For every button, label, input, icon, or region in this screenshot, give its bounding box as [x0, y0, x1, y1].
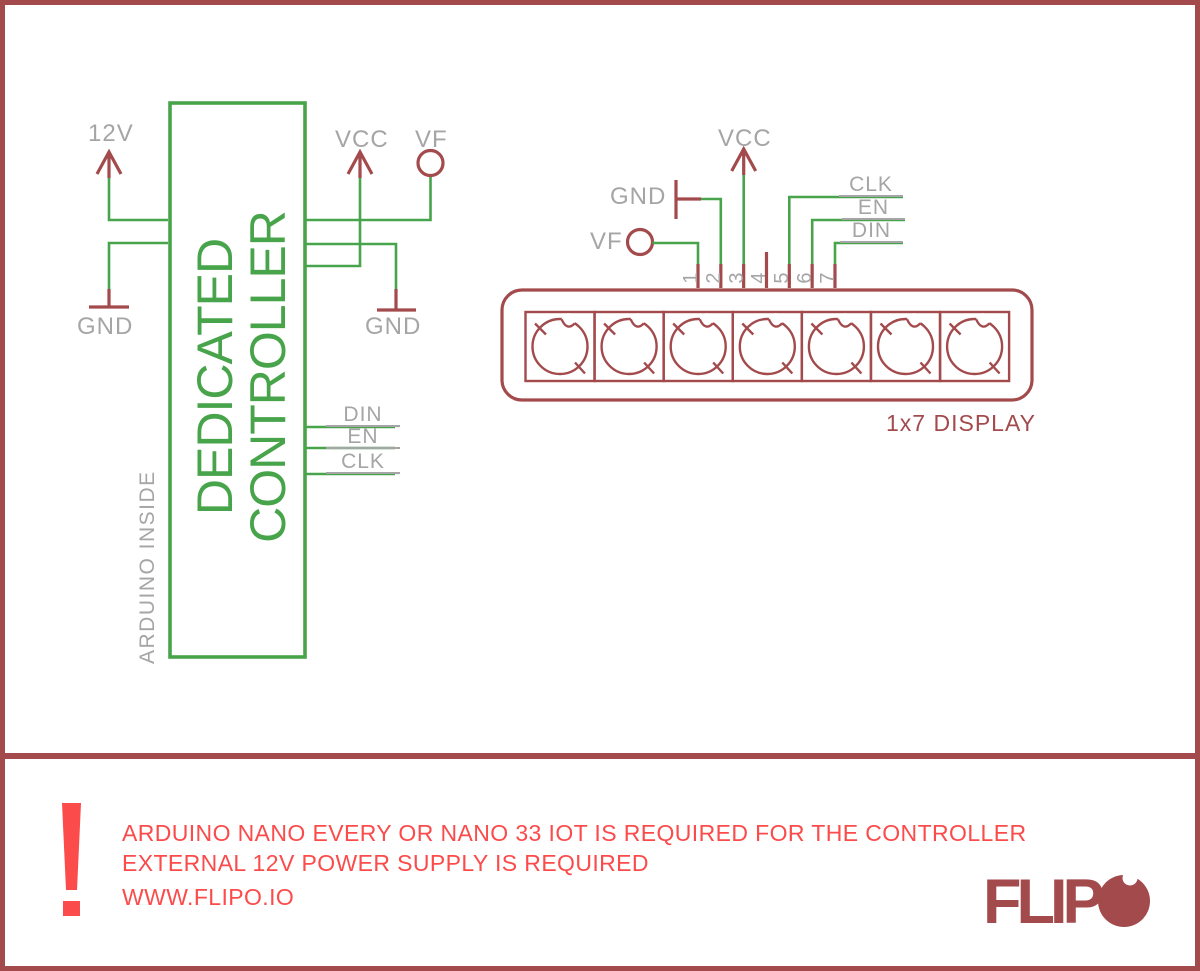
- controller-title-line2: CONTROLLER: [240, 211, 296, 543]
- wire-clk-display: [788, 195, 903, 264]
- flip-disc-cell-part: [938, 310, 1011, 383]
- label-12v: 12V: [88, 120, 134, 147]
- flip-disc-cell-part: [807, 317, 866, 376]
- label-clk-controller: CLK: [326, 451, 400, 474]
- flip-disc-cell-part: [810, 322, 824, 336]
- flip-disc-cell-part: [741, 322, 755, 336]
- flip-disc-cell-part: [836, 318, 853, 328]
- flip-disc-cell-part: [643, 361, 655, 375]
- flip-disc-cell-part: [919, 361, 932, 375]
- wire-gnd-left: [107, 241, 168, 289]
- flip-disc-cell-part: [712, 361, 725, 375]
- note-line-2: EXTERNAL 12V POWER SUPPLY IS REQUIRED: [122, 850, 649, 876]
- flip-disc-cell-part: [800, 310, 873, 383]
- vf-terminal-controller: [416, 148, 445, 178]
- vf-display-joint: [651, 240, 655, 245]
- wire-gnd-right: [306, 242, 398, 289]
- supply-arrow-12v: [95, 148, 123, 178]
- display-pin-number: 1: [679, 272, 702, 284]
- flip-disc-cell-part: [731, 310, 803, 383]
- label-din-display: DIN: [840, 220, 903, 243]
- flip-disc-cell-part: [850, 361, 863, 375]
- flip-disc-cell-part: [948, 322, 962, 336]
- display-outline: [500, 288, 1034, 402]
- wire-en-display: [810, 218, 905, 264]
- wire-din-display: [833, 241, 903, 264]
- gnd-symbol-right: [377, 289, 416, 312]
- flip-disc-cell-part: [662, 310, 734, 383]
- flip-disc-cell-part: [669, 317, 727, 376]
- gnd-symbol-left: [89, 289, 129, 309]
- wire-12v: [107, 176, 168, 222]
- supply-arrow-vcc-display: [730, 145, 758, 175]
- label-en-display: EN: [842, 197, 905, 220]
- flip-disc-cell-part: [600, 317, 658, 376]
- label-vf-controller: VF: [415, 126, 448, 153]
- label-clk-display: CLK: [839, 174, 903, 197]
- label-gnd-display: GND: [610, 183, 667, 210]
- flip-disc-cell-part: [767, 318, 783, 328]
- display-pin-number: 5: [770, 272, 793, 284]
- flip-disc-cell-part: [603, 322, 616, 336]
- flip-disc-cell-part: [879, 322, 893, 336]
- flip-disc-cell-part: [781, 361, 794, 375]
- wire-gnd-display: [701, 197, 723, 264]
- flip-disc-cell-part: [945, 317, 1004, 376]
- flip-disc-cell-part: [672, 322, 686, 336]
- flip-disc-cell-part: [524, 310, 596, 383]
- display-pin-number: 7: [816, 272, 839, 284]
- display-pin-number: 4: [747, 272, 770, 284]
- flip-disc-cell-part: [906, 318, 922, 328]
- controller-side-label: ARDUINO INSIDE: [136, 470, 159, 664]
- display-pin-stubs: [696, 252, 837, 288]
- wire-vf-display: [654, 241, 700, 264]
- display-cells: [524, 310, 1011, 383]
- display-pin-number: 6: [793, 272, 816, 284]
- label-vcc-display: VCC: [718, 125, 772, 152]
- flip-disc-cell-part: [738, 317, 796, 376]
- brand-logo-text: FLIP: [983, 867, 1104, 937]
- gnd-symbol-display: [674, 180, 701, 219]
- label-gnd-left: GND: [77, 313, 134, 340]
- controller-title-line1: DEDICATED: [187, 238, 243, 516]
- wire-vcc-controller: [306, 176, 362, 268]
- label-din-controller: DIN: [326, 404, 400, 427]
- flip-disc-cell-part: [560, 318, 576, 328]
- flip-disc-cell-part: [534, 322, 547, 336]
- flip-disc-cell-part: [593, 310, 665, 383]
- wire-vf-controller: [306, 176, 432, 222]
- label-vf-display: VF: [590, 228, 623, 255]
- flip-disc-cell-part: [698, 318, 714, 328]
- brand-logo-disc-icon: [1098, 870, 1150, 927]
- flip-disc-cell-part: [975, 318, 991, 328]
- label-gnd-right: GND: [365, 313, 422, 340]
- flip-disc-cell-part: [876, 317, 935, 376]
- controller-box: [168, 101, 307, 659]
- flip-disc-cell-part: [629, 318, 645, 328]
- flip-disc-cell-part: [988, 361, 1001, 375]
- display-pin-number: 2: [702, 272, 725, 284]
- warning-icon: [62, 803, 81, 916]
- label-vcc-controller: VCC: [335, 126, 389, 153]
- schematic-graphics: [89, 101, 1034, 659]
- supply-arrow-vcc-controller: [346, 148, 374, 178]
- section-divider: [0, 753, 1200, 759]
- flip-disc-cell-part: [574, 361, 586, 375]
- display-pin-number: 3: [725, 272, 748, 284]
- note-line-1: ARDUINO NANO EVERY OR NANO 33 IOT IS REQ…: [122, 820, 1027, 846]
- flip-disc-cell-part: [531, 317, 589, 376]
- display-name-label: 1x7 DISPLAY: [886, 410, 1036, 436]
- vf-terminal-display: [625, 227, 655, 257]
- note-line-3: WWW.FLIPO.IO: [122, 884, 295, 910]
- flip-disc-cell-part: [869, 310, 942, 383]
- label-en-controller: EN: [326, 426, 400, 449]
